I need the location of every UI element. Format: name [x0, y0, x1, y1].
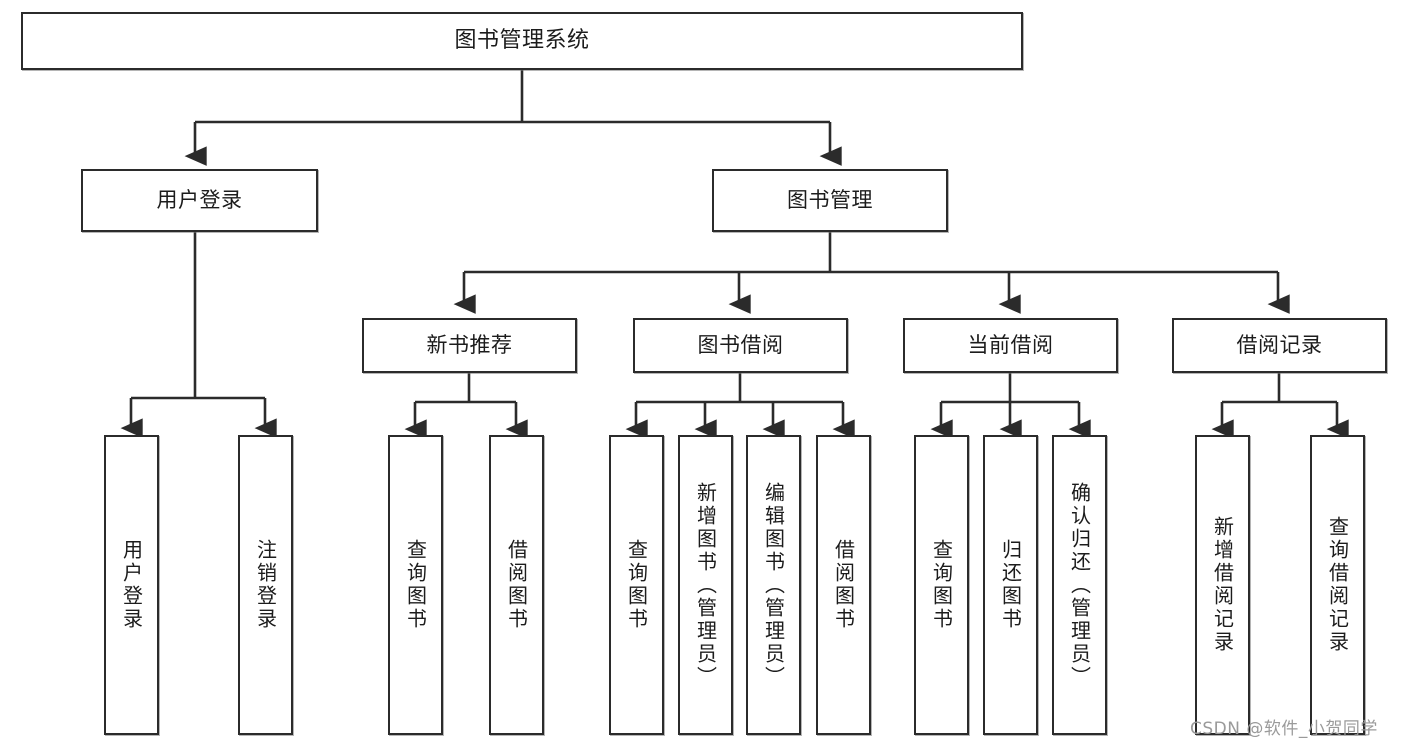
leaf-confirm-return[interactable]: 确认归还（管理员） [1052, 435, 1107, 735]
node-user-login[interactable]: 用户登录 [81, 169, 318, 232]
leaf-add-book-label: 新增图书（管理员） [693, 481, 718, 689]
leaf-logout-login-label: 注销登录 [253, 539, 278, 631]
leaf-borrow-book-2-label: 借阅图书 [831, 539, 856, 631]
leaf-query-book-1[interactable]: 查询图书 [388, 435, 443, 735]
node-current-borrow[interactable]: 当前借阅 [903, 318, 1118, 373]
leaf-borrow-book-2[interactable]: 借阅图书 [816, 435, 871, 735]
leaf-query-book-3[interactable]: 查询图书 [914, 435, 969, 735]
leaf-borrow-book-1[interactable]: 借阅图书 [489, 435, 544, 735]
leaf-edit-book[interactable]: 编辑图书（管理员） [746, 435, 801, 735]
node-borrow-record-label: 借阅记录 [1236, 333, 1323, 358]
node-book-management[interactable]: 图书管理 [712, 169, 948, 232]
leaf-query-book-2[interactable]: 查询图书 [609, 435, 664, 735]
leaf-user-login-label: 用户登录 [119, 539, 144, 631]
node-book-borrow[interactable]: 图书借阅 [633, 318, 848, 373]
node-book-management-label: 图书管理 [787, 188, 873, 213]
leaf-add-book[interactable]: 新增图书（管理员） [678, 435, 733, 735]
leaf-query-borrow-record[interactable]: 查询借阅记录 [1310, 435, 1365, 735]
leaf-confirm-return-label: 确认归还（管理员） [1067, 481, 1092, 689]
leaf-borrow-book-1-label: 借阅图书 [504, 539, 529, 631]
node-new-book-recommend-label: 新书推荐 [426, 333, 513, 358]
leaf-query-book-2-label: 查询图书 [624, 539, 649, 631]
leaf-add-borrow-record[interactable]: 新增借阅记录 [1195, 435, 1250, 735]
leaf-logout-login[interactable]: 注销登录 [238, 435, 293, 735]
node-user-login-label: 用户登录 [156, 188, 243, 213]
node-root-label: 图书管理系统 [454, 28, 590, 54]
leaf-add-borrow-record-label: 新增借阅记录 [1210, 516, 1235, 654]
node-borrow-record[interactable]: 借阅记录 [1172, 318, 1387, 373]
node-book-borrow-label: 图书借阅 [697, 333, 784, 358]
leaf-edit-book-label: 编辑图书（管理员） [761, 481, 786, 689]
leaf-query-book-3-label: 查询图书 [929, 539, 954, 631]
leaf-return-book[interactable]: 归还图书 [983, 435, 1038, 735]
watermark-text: CSDN @软件_小贺同学 [1190, 719, 1378, 739]
leaf-return-book-label: 归还图书 [998, 539, 1023, 631]
leaf-query-book-1-label: 查询图书 [403, 539, 428, 631]
leaf-query-borrow-record-label: 查询借阅记录 [1325, 516, 1350, 654]
node-new-book-recommend[interactable]: 新书推荐 [362, 318, 577, 373]
leaf-user-login[interactable]: 用户登录 [104, 435, 159, 735]
node-root[interactable]: 图书管理系统 [21, 12, 1023, 70]
node-current-borrow-label: 当前借阅 [967, 333, 1054, 358]
